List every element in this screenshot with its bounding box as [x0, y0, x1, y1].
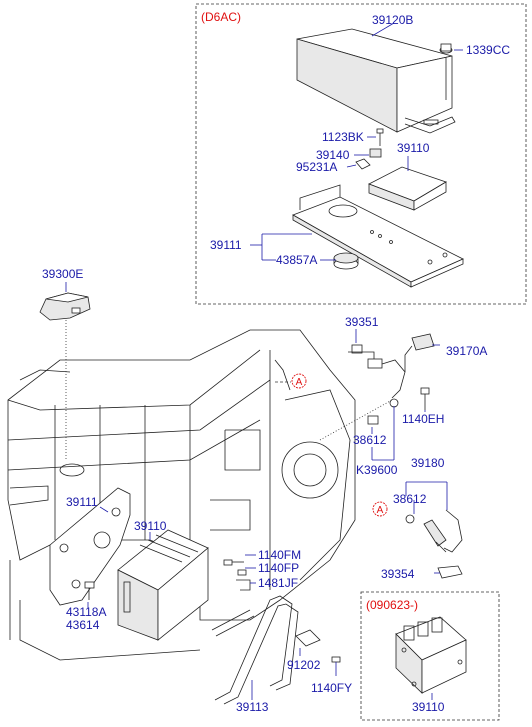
ecu-cover-drawing [296, 28, 456, 134]
marker-a-sensor-letter: A [377, 505, 384, 516]
part-label-38612-b: 38612 [393, 492, 427, 506]
part-label-43857a: 43857A [276, 253, 317, 267]
sensor-39300e-drawing [39, 292, 91, 321]
part-label-39111-top: 39111 [210, 238, 242, 252]
speed-sensor-39180-drawing [405, 509, 463, 579]
ecu-module-mid-drawing [117, 529, 209, 641]
part-label-1140fm: 1140FM [258, 548, 301, 562]
part-label-39110-top: 39110 [397, 141, 430, 155]
variant-group-box [360, 591, 500, 721]
bracket-plate-mid-drawing [49, 487, 131, 606]
part-label-1123bk: 1123BK [322, 130, 364, 144]
part-label-39170a: 39170A [446, 344, 487, 358]
part-label-39351: 39351 [345, 315, 379, 329]
harness-right-drawing [348, 333, 435, 425]
part-label-39113: 39113 [236, 700, 269, 714]
part-label-43118a: 43118A [66, 605, 106, 619]
part-label-39110-box: 39110 [412, 700, 445, 714]
part-label-39140: 39140 [316, 148, 350, 162]
marker-a-housing-letter: A [296, 377, 303, 388]
part-label-1481jf: 1481JF [258, 576, 298, 590]
ecu-module-variant-drawing [395, 616, 467, 694]
ecu-module-top-drawing [368, 166, 447, 211]
part-label-39300e: 39300E [42, 267, 83, 281]
bolts-mid-drawing [223, 559, 251, 591]
bolt-1140fy-drawing [331, 656, 341, 663]
variant-group-label: (090623-) [366, 598, 418, 612]
d6ac-group-box [195, 3, 527, 305]
part-label-39110-mid: 39110 [134, 519, 167, 533]
grommet-43857a-drawing [333, 252, 359, 270]
wiring-bracket-drawing [211, 595, 299, 705]
part-label-1339cc: 1339CC [466, 43, 510, 57]
small-hardware-drawing [355, 128, 384, 170]
part-label-91202: 91202 [287, 658, 321, 672]
bracket-plate-top-drawing [292, 184, 464, 288]
part-label-1140fp: 1140FP [258, 561, 299, 575]
part-label-39111-mid: 39111 [66, 495, 98, 509]
part-label-k39600: K39600 [356, 463, 398, 477]
part-label-1140eh: 1140EH [402, 412, 444, 426]
part-label-1140fy: 1140FY [311, 681, 352, 695]
bolt-43118a-drawing [84, 581, 95, 600]
part-label-39180: 39180 [411, 456, 445, 470]
part-label-39354: 39354 [381, 567, 415, 581]
d6ac-group-label: (D6AC) [201, 10, 241, 24]
marker-a-housing [291, 373, 307, 389]
part-label-38612-a: 38612 [353, 433, 387, 447]
marker-a-sensor [372, 501, 388, 517]
part-label-39120b: 39120B [372, 13, 413, 27]
transmission-housing-drawing [7, 329, 356, 661]
part-label-95231a: 95231A [296, 160, 337, 174]
bolt-1339cc-drawing [439, 43, 453, 100]
bracket-91202-drawing [295, 629, 321, 647]
part-label-43614: 43614 [66, 618, 100, 632]
